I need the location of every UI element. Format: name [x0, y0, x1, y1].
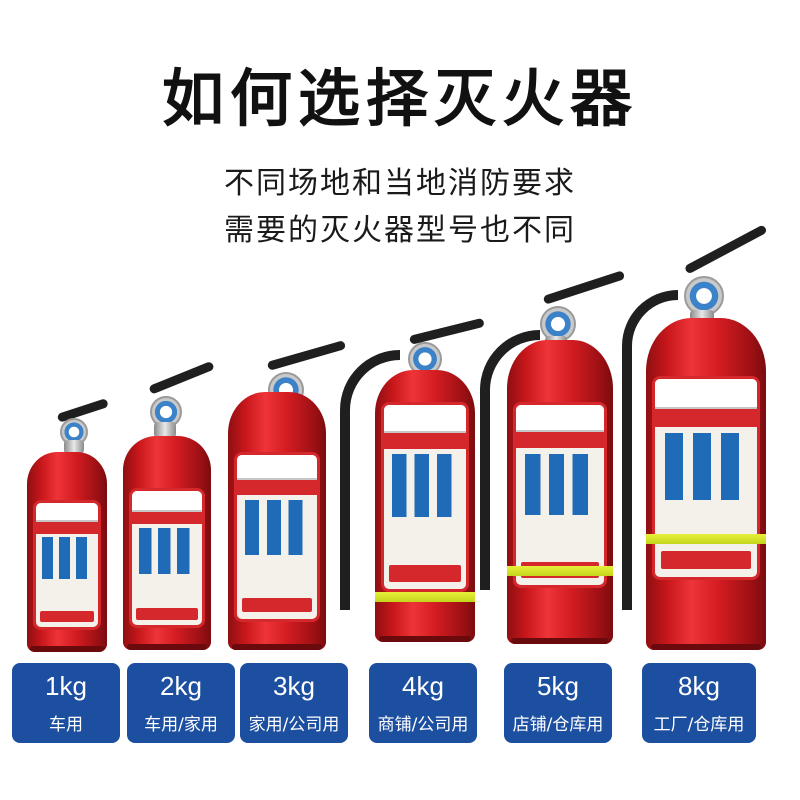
size-tag-1kg: 1kg 车用: [12, 663, 120, 743]
size-weight: 2kg: [160, 671, 202, 701]
size-usage: 店铺/仓库用: [512, 715, 604, 735]
subtitle-line-1: 不同场地和当地消防要求: [224, 166, 576, 201]
size-tag-8kg: 8kg 工厂/仓库用: [642, 663, 756, 743]
subtitle-line-2: 需要的灭火器型号也不同: [224, 213, 576, 248]
size-usage: 车用/家用: [144, 715, 218, 735]
size-usage: 工厂/仓库用: [653, 715, 745, 735]
size-usage: 商铺/公司用: [377, 715, 469, 735]
size-tag-5kg: 5kg 店铺/仓库用: [504, 663, 612, 743]
size-usage: 家用/公司用: [248, 715, 340, 735]
size-weight: 1kg: [45, 671, 87, 701]
size-weight: 3kg: [273, 671, 315, 701]
page-title: 如何选择灭火器: [161, 62, 638, 135]
size-usage: 车用: [49, 715, 83, 735]
size-weight: 8kg: [678, 671, 720, 701]
size-tag-4kg: 4kg 商铺/公司用: [369, 663, 477, 743]
size-weight: 4kg: [402, 671, 444, 701]
size-tag-2kg: 2kg 车用/家用: [127, 663, 235, 743]
size-tag-3kg: 3kg 家用/公司用: [240, 663, 348, 743]
size-weight: 5kg: [537, 671, 579, 701]
